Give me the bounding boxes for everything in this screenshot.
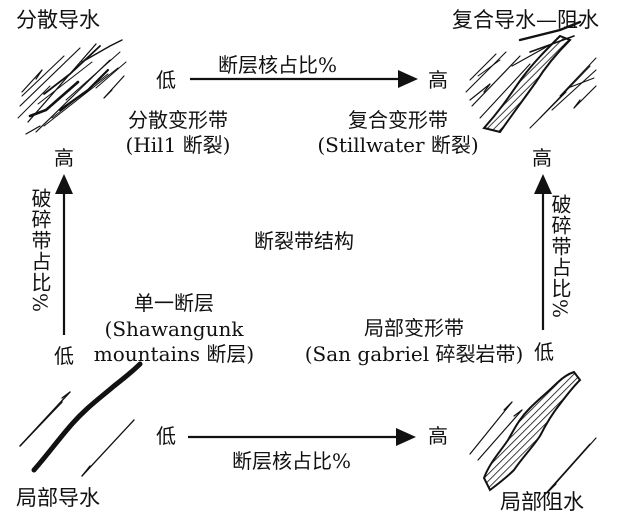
top-axis-label: 断层核占比% bbox=[218, 53, 338, 77]
top-left-zone-name: 分散变形带 bbox=[128, 108, 228, 132]
composite-fault-sketch bbox=[465, 20, 597, 134]
bottom-left-zone-example-line1: (Shawangunk bbox=[104, 317, 244, 341]
bottom-right-zone-example: (San gabriel 碎裂岩带) bbox=[304, 342, 524, 366]
right-axis-high: 高 bbox=[532, 146, 552, 170]
single-fault-sketch bbox=[19, 361, 143, 477]
bottom-right-title: 局部阻水 bbox=[500, 490, 584, 514]
top-axis-high: 高 bbox=[428, 68, 448, 92]
top-left-zone-example: (Hil1 断裂) bbox=[125, 133, 231, 157]
distributed-fault-sketch bbox=[17, 39, 127, 135]
top-axis-arrow bbox=[190, 70, 418, 88]
bottom-left-zone-name: 单一断层 bbox=[134, 291, 214, 315]
top-left-title: 分散导水 bbox=[16, 8, 100, 32]
left-axis-label: 破碎带占比% bbox=[28, 188, 52, 314]
bottom-right-zone-name: 局部变形带 bbox=[364, 316, 464, 340]
right-axis-low: 低 bbox=[534, 340, 554, 364]
bottom-axis-arrow bbox=[188, 428, 416, 446]
right-axis-label: 破碎带占比% bbox=[548, 194, 572, 320]
top-axis-low: 低 bbox=[156, 68, 176, 92]
bottom-axis-label: 断层核占比% bbox=[232, 449, 352, 473]
top-right-zone-example: (Stillwater 断裂) bbox=[317, 133, 479, 157]
right-axis-arrow bbox=[534, 174, 552, 330]
top-right-title: 复合导水—阻水 bbox=[452, 8, 599, 32]
left-axis-high: 高 bbox=[54, 146, 74, 170]
bottom-axis-high: 高 bbox=[428, 424, 448, 448]
left-axis-arrow bbox=[55, 174, 73, 335]
bottom-left-zone-example-line2: mountains 断层) bbox=[93, 342, 255, 366]
center-label: 断裂带结构 bbox=[254, 229, 354, 253]
bottom-axis-low: 低 bbox=[156, 424, 176, 448]
bottom-left-title: 局部导水 bbox=[16, 486, 100, 510]
top-right-zone-name: 复合变形带 bbox=[348, 108, 448, 132]
localized-fault-sketch bbox=[469, 370, 597, 501]
left-axis-low: 低 bbox=[54, 344, 74, 368]
